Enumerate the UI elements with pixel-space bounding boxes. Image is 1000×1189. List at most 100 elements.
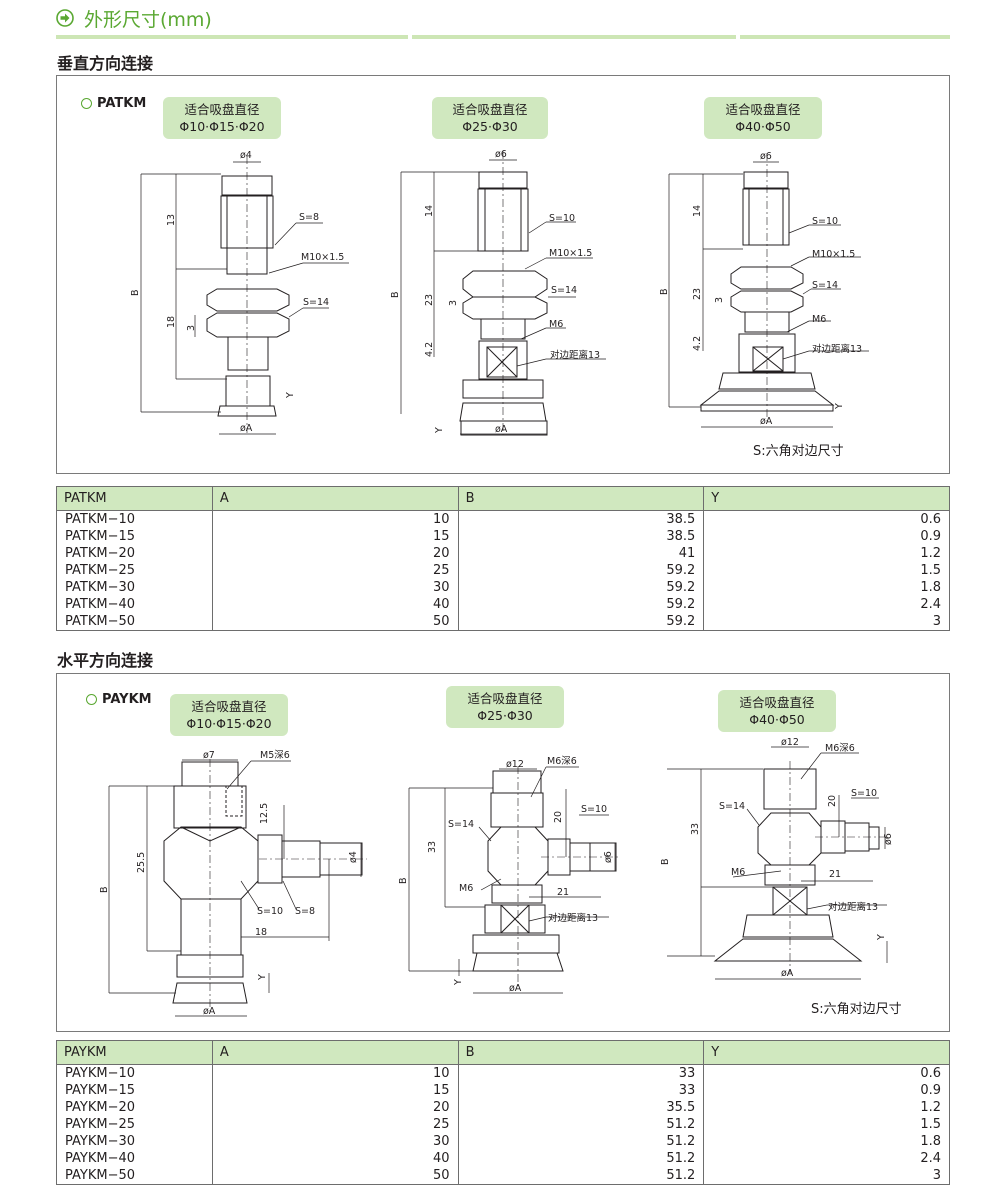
section-header: 外形尺寸(mm): [56, 4, 212, 32]
dim-label: M6深6: [547, 756, 577, 767]
dim-label: ø7: [203, 750, 215, 761]
dim-label: øA: [509, 983, 522, 994]
dim-label: S=14: [448, 819, 474, 830]
dim-label: 14: [692, 205, 703, 217]
dim-label: B: [398, 877, 409, 884]
dim-label: M10×1.5: [549, 248, 592, 259]
horizontal-drawing: ø7 M5深6 12.5 ø4 S=10 S=8 18 B 25.5 Y øA …: [99, 737, 894, 1017]
dim-label: Y: [434, 427, 445, 434]
dim-label: 25.5: [136, 852, 147, 873]
dim-label: 18: [255, 927, 267, 938]
dim-label: S=10: [581, 804, 607, 815]
dim-label: ø6: [760, 151, 772, 162]
dim-label: 3: [714, 297, 725, 303]
column-header: B: [457, 1040, 705, 1065]
model-label: PATKM: [81, 96, 146, 111]
dim-label: S=8: [295, 906, 315, 917]
horizontal-diagram: ø7 M5深6 12.5 ø4 S=10 S=8 18 B 25.5 Y øA …: [56, 673, 950, 1032]
dim-label: ø4: [240, 150, 252, 161]
dim-label: Y: [257, 974, 268, 981]
dim-label: 对边距离13: [812, 343, 862, 355]
column-header: Y: [703, 486, 950, 511]
dim-label: B: [390, 291, 401, 298]
dim-label: S=8: [299, 212, 319, 223]
circle-bullet-icon: [86, 694, 97, 705]
model-label: PAYKM: [86, 692, 152, 707]
dim-label: øA: [203, 1006, 216, 1017]
dim-label: ø12: [781, 737, 799, 748]
dim-label: 33: [690, 823, 701, 835]
dim-label: Y: [285, 392, 296, 399]
dim-label: S=10: [257, 906, 283, 917]
header-divider: [56, 35, 950, 39]
dim-label: B: [660, 858, 671, 865]
dim-label: 23: [424, 294, 435, 306]
dim-label: 对边距离13: [548, 912, 598, 924]
dim-label: M6深6: [825, 743, 855, 754]
dim-label: 14: [424, 205, 435, 217]
dim-label: B: [99, 886, 110, 893]
dim-label: 20: [553, 811, 564, 823]
dim-label: S=14: [303, 297, 329, 308]
column-header: B: [457, 486, 705, 511]
dim-label: Y: [834, 403, 845, 410]
dim-label: ø6: [603, 851, 614, 863]
vertical-section-title: 垂直方向连接: [57, 54, 154, 73]
dim-label: øA: [760, 416, 773, 427]
dim-label: ø6: [495, 149, 507, 160]
dim-label: 21: [829, 869, 841, 880]
dim-label: S=14: [551, 285, 577, 296]
dim-label: 21: [557, 887, 569, 898]
table-header-row: PATKM A B Y: [56, 486, 950, 511]
vertical-drawing: ø4 øA S=8 M10×1.5 S=14 B 13 18 3 Y ø6 øA…: [130, 149, 869, 436]
dim-label: 对边距离13: [828, 901, 878, 913]
column-header: PAYKM: [56, 1040, 213, 1065]
dim-label: øA: [781, 968, 794, 979]
dim-label: 3: [448, 300, 459, 306]
dim-label: 13: [166, 214, 177, 226]
dim-label: B: [130, 289, 141, 296]
dim-label: ø4: [348, 851, 359, 863]
dim-label: S=10: [812, 216, 838, 227]
column-header: A: [211, 486, 459, 511]
dim-label: 23: [692, 288, 703, 300]
dim-label: Y: [876, 934, 887, 941]
arrow-circle-icon: [56, 9, 74, 27]
dim-label: øA: [495, 424, 508, 435]
dim-label: M10×1.5: [301, 252, 344, 263]
dim-label: M6: [812, 314, 826, 325]
dim-label: Y: [453, 979, 464, 986]
dim-label: ø12: [506, 759, 524, 770]
column-header: PATKM: [56, 486, 213, 511]
dim-label: ø6: [883, 833, 894, 845]
dim-label: 4.2: [692, 336, 703, 351]
dim-label: 18: [166, 316, 177, 328]
dim-label: S=10: [549, 213, 575, 224]
dim-label: 20: [827, 795, 838, 807]
dim-label: 对边距离13: [550, 349, 600, 361]
table-header-row: PAYKM A B Y: [56, 1040, 950, 1065]
dim-label: S=14: [719, 801, 745, 812]
dim-label: M6: [731, 867, 745, 878]
dim-label: M6: [549, 319, 563, 330]
dim-label: M5深6: [260, 750, 290, 761]
column-header: A: [211, 1040, 459, 1065]
dim-label: S=14: [812, 280, 838, 291]
